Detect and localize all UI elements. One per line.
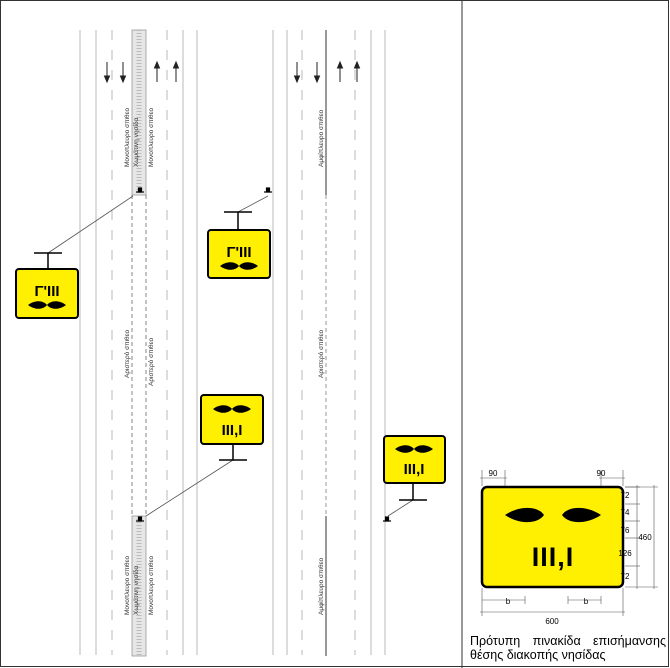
median-sign-middle: III,I	[200, 394, 264, 461]
wedge-left-icon	[395, 445, 414, 453]
median-island-top	[131, 29, 147, 196]
closure-sign-left: Γ'III	[15, 252, 79, 319]
arrow-up-icon	[172, 60, 180, 82]
sign-markers	[136, 187, 391, 522]
label-two-way-shoulder: Αμφίπλευρο σπιθεο	[317, 110, 325, 167]
dim-right-margin: 90	[597, 469, 606, 478]
sign-post-marker	[383, 516, 391, 522]
label-concrete-island: Χωμάτινη νησίδα	[132, 565, 140, 615]
arrow-up-icon	[153, 60, 161, 82]
median-symbol-text: III,I	[222, 422, 243, 439]
wedge-right-icon	[414, 445, 433, 453]
wedge-left-icon	[28, 301, 47, 309]
median-opening	[131, 195, 147, 516]
label-one-way-shoulder: Μονοπλευρο σπιθεο	[148, 555, 155, 615]
leader-lines	[47, 195, 414, 517]
traffic-arrows	[103, 60, 361, 84]
arrow-down-icon	[103, 62, 111, 84]
label-one-way-shoulder: Μονοπλευρο σπιθεο	[148, 107, 155, 167]
wedge-left-icon	[213, 405, 232, 413]
median-symbol-text: III,I	[404, 461, 425, 478]
dim-row-2: 74	[621, 508, 630, 517]
sign-post-marker	[136, 516, 144, 522]
wedge-right-icon	[239, 262, 258, 270]
median-island-bottom	[131, 515, 147, 657]
dim-row-5: 72	[621, 572, 630, 581]
dim-row-1: 72	[621, 491, 630, 500]
label-two-way-shoulder: Αμφίπλευρο σπιθεο	[317, 558, 325, 615]
arrow-down-icon	[119, 62, 127, 84]
sign-post-marker	[136, 187, 144, 193]
label-undivided-road: Αριστερό σπιθεο	[123, 329, 131, 378]
label-concrete-island: Χωμάτινη νησίδα	[132, 117, 140, 167]
wedge-left-icon	[505, 507, 544, 523]
label-undivided-road: Αριστερό σπιθεο	[317, 329, 325, 378]
detail-sign-text: III,I	[532, 542, 575, 572]
arrow-down-icon	[293, 62, 301, 84]
detail-sign: III,I	[480, 485, 625, 589]
closure-symbol-text: Γ'III	[34, 283, 59, 300]
wedge-right-icon	[47, 301, 66, 309]
wedge-right-icon	[562, 507, 601, 523]
dim-b-left: b	[506, 597, 511, 606]
closure-symbol-text: Γ'III	[226, 244, 251, 261]
dim-total-height: 460	[638, 533, 652, 542]
wedge-left-icon	[220, 262, 239, 270]
dim-b-right: b	[584, 597, 589, 606]
dim-row-3: 76	[621, 526, 630, 535]
arrow-up-icon	[336, 60, 344, 82]
dim-left-margin: 90	[489, 469, 498, 478]
dim-total-width: 600	[545, 617, 559, 626]
dim-row-4: 126	[618, 549, 632, 558]
median-sign-right: III,I	[383, 435, 446, 501]
arrow-up-icon	[353, 60, 361, 82]
road-lines	[79, 30, 386, 655]
sign-post-marker	[264, 187, 272, 193]
label-one-way-shoulder: Μονοπλευρο σπιθεο	[124, 107, 131, 167]
label-undivided-road: Αριστερό σπιθεο	[147, 337, 155, 386]
wedge-right-icon	[232, 405, 251, 413]
detail-caption: Πρότυπη πινακίδα επισήμανσης θέσης διακο…	[470, 634, 666, 662]
road-labels: Μονοπλευρο σπιθεο Χωμάτινη νησίδα Μονοπλ…	[123, 107, 325, 615]
detail-dimensions	[480, 470, 658, 616]
closure-sign-middle: Γ'III	[207, 211, 271, 279]
label-one-way-shoulder: Μονοπλευρο σπιθεο	[124, 555, 131, 615]
arrow-down-icon	[313, 62, 321, 84]
lane-dividers	[111, 30, 356, 655]
